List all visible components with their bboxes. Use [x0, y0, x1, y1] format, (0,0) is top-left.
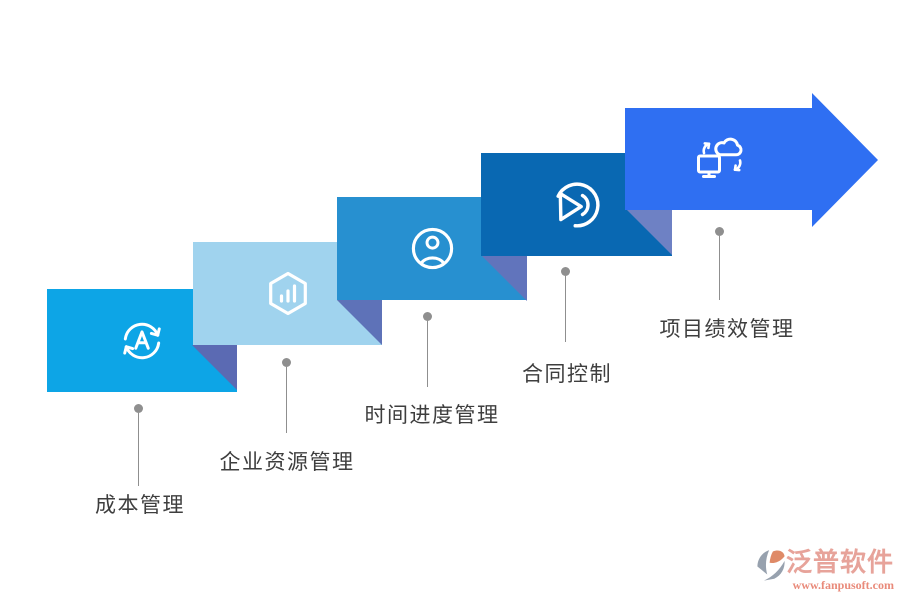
- connector-dot: [561, 267, 570, 276]
- pie-arc-icon: [555, 181, 600, 227]
- brand-watermark: 泛普软件 www.fanpusoft.com: [756, 548, 894, 593]
- step-label: 项目绩效管理: [659, 317, 795, 341]
- step-label: 合同控制: [522, 362, 612, 386]
- step-label: 时间进度管理: [364, 403, 500, 427]
- connector-dot: [715, 227, 724, 236]
- connector-dot: [423, 312, 432, 321]
- connector-line: [565, 276, 566, 342]
- connector-dot: [134, 404, 143, 413]
- step-label: 成本管理: [95, 493, 185, 517]
- connector-line: [719, 236, 720, 300]
- step-label: 企业资源管理: [219, 450, 355, 474]
- step-arrow-banner: [625, 93, 878, 227]
- brand-name: 泛普软件: [785, 547, 894, 578]
- hexagon-bar-chart-icon: [268, 271, 307, 315]
- connector-dot: [282, 358, 291, 367]
- connector-line: [427, 321, 428, 387]
- brand-url: www.fanpusoft.com: [792, 578, 894, 592]
- user-circle-icon: [411, 227, 453, 270]
- connector-line: [286, 367, 287, 433]
- sync-letter-a-icon: [123, 322, 161, 359]
- fanpu-logo-icon: [757, 550, 785, 581]
- connector-line: [138, 413, 139, 486]
- cloud-sync-monitor-icon: [697, 137, 743, 178]
